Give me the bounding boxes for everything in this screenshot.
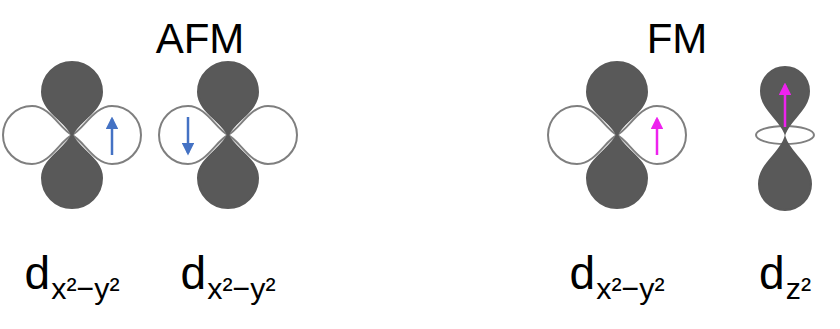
dx2-y2-orbital — [548, 62, 686, 208]
orbital-subscript: z² — [786, 272, 811, 305]
spin-arrow — [656, 119, 659, 155]
orbital-label: dx²−y² — [180, 250, 275, 296]
orbital-subscript: x²−y² — [596, 272, 664, 305]
orbital-subscript: x²−y² — [51, 272, 119, 305]
orbital-lobe — [198, 62, 258, 135]
orbital-letter: d — [24, 247, 50, 299]
orbital-label: dx²−y² — [569, 250, 664, 296]
spin-arrow — [111, 119, 114, 155]
dz2-orbital — [756, 67, 814, 210]
spin-arrow — [187, 117, 190, 153]
orbital-letter: d — [759, 247, 785, 299]
orbital-lobe — [198, 135, 258, 208]
group-heading: AFM — [156, 18, 245, 60]
orbital-letter: d — [569, 247, 595, 299]
orbital-label: dz² — [759, 250, 811, 296]
orbital-lobe — [761, 67, 809, 133]
orbital-lobe — [587, 135, 647, 208]
dx2-y2-orbital — [159, 62, 297, 208]
orbital-subscript: x²−y² — [207, 272, 275, 305]
orbital-lobe — [42, 135, 102, 208]
orbital-lobe — [587, 62, 647, 135]
orbital-lobe — [759, 138, 811, 210]
dx2-y2-orbital — [3, 62, 141, 208]
orbital-letter: d — [180, 247, 206, 299]
orbital-lobe — [42, 62, 102, 135]
orbital-label: dx²−y² — [24, 250, 119, 296]
spin-arrow — [784, 85, 787, 127]
group-heading: FM — [647, 18, 708, 60]
